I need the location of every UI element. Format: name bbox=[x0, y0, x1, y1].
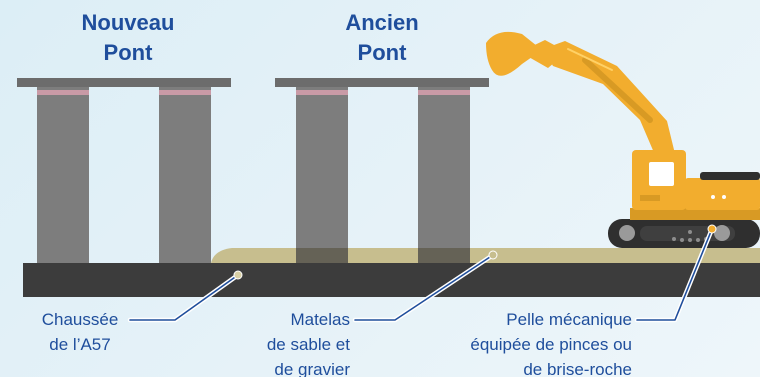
excavator-engine-cover bbox=[700, 172, 760, 180]
excavator-step bbox=[640, 195, 660, 201]
excavator-boom bbox=[543, 41, 676, 162]
old-bridge-pillar-base-left bbox=[296, 248, 348, 263]
old-bridge bbox=[275, 78, 489, 263]
new-bridge-deck bbox=[17, 78, 231, 87]
excavator-base bbox=[630, 208, 760, 220]
new-bridge-title: Nouveau Pont bbox=[62, 8, 194, 68]
roadway-caption: Chaussée de l’A57 bbox=[30, 307, 130, 357]
new-bridge-title-line-2: Pont bbox=[103, 40, 153, 65]
excavator-bucket bbox=[486, 31, 542, 76]
excavator-body bbox=[685, 178, 760, 210]
sand-bed bbox=[211, 248, 760, 263]
excavator-caption: Pelle mécanique équipée de pinces ou de … bbox=[420, 307, 632, 377]
new-bridge-bearing-right bbox=[159, 90, 211, 95]
excavator-caption-line-1: Pelle mécanique bbox=[506, 310, 632, 329]
excavator-light-1 bbox=[711, 195, 715, 199]
callout-dot-roadway bbox=[233, 270, 243, 280]
excavator-caption-line-2: équipée de pinces ou bbox=[470, 335, 632, 354]
old-bridge-title: Ancien Pont bbox=[316, 8, 448, 68]
excavator-wheel-right bbox=[714, 225, 730, 241]
bed-caption-line-2: de sable et bbox=[266, 335, 350, 354]
excavator-rollers bbox=[672, 230, 708, 242]
old-bridge-pillar-base-right bbox=[418, 248, 470, 263]
callout-line-bed bbox=[354, 254, 494, 321]
new-bridge-title-line-1: Nouveau bbox=[81, 10, 175, 35]
new-bridge-bearing-left bbox=[37, 90, 89, 95]
old-bridge-title-line-1: Ancien bbox=[345, 10, 419, 35]
roadway-caption-line-2: de l’A57 bbox=[49, 335, 111, 354]
new-bridge bbox=[17, 78, 231, 263]
roadway bbox=[23, 263, 760, 297]
old-bridge-deck bbox=[275, 78, 489, 87]
old-bridge-title-line-2: Pont bbox=[357, 40, 407, 65]
excavator-light-2 bbox=[722, 195, 726, 199]
bed-caption-line-3: de gravier bbox=[274, 360, 350, 377]
callout-dot-bed bbox=[488, 250, 498, 260]
old-bridge-pillar-right bbox=[418, 87, 470, 263]
excavator-cylinder bbox=[582, 57, 653, 123]
old-bridge-bearing-right bbox=[418, 90, 470, 95]
excavator bbox=[486, 31, 760, 248]
old-bridge-pillar-left bbox=[296, 87, 348, 263]
bed-caption-line-1: Matelas bbox=[290, 310, 350, 329]
new-bridge-pillar-left bbox=[37, 87, 89, 263]
new-bridge-pillar-right bbox=[159, 87, 211, 263]
excavator-wheel-left bbox=[619, 225, 635, 241]
callout-line-roadway bbox=[129, 274, 239, 321]
excavator-cab-window bbox=[649, 162, 674, 186]
roadway-caption-line-1: Chaussée bbox=[41, 310, 119, 329]
old-bridge-bearing-left bbox=[296, 90, 348, 95]
excavator-caption-line-3: de brise-roche bbox=[523, 360, 632, 377]
bed-caption: Matelas de sable et de gravier bbox=[220, 307, 350, 377]
excavator-boom-highlight bbox=[567, 48, 613, 71]
callout-line-excavator bbox=[636, 228, 713, 321]
callout-dot-excavator bbox=[707, 224, 717, 234]
